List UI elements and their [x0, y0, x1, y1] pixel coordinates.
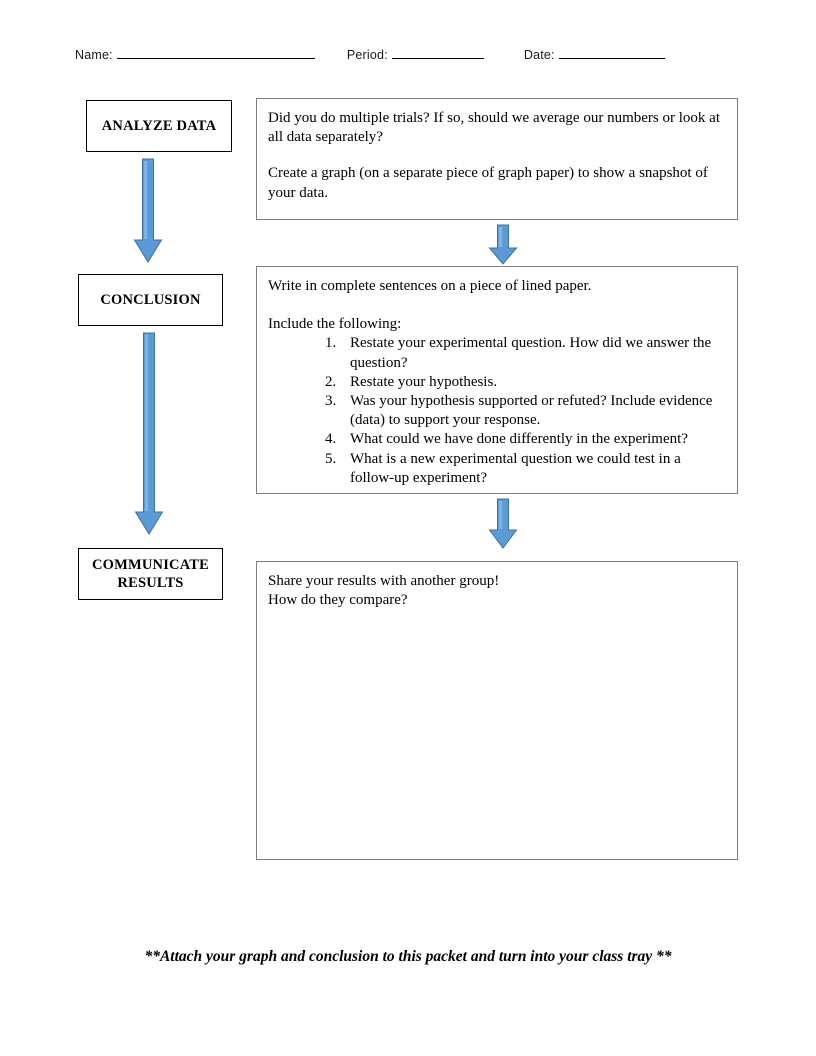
down-arrow-icon-analyze-to-conclusion	[133, 158, 163, 264]
communicate-line-2: How do they compare?	[268, 592, 408, 609]
name-input[interactable]	[116, 46, 315, 59]
stage-label-conclusion: CONCLUSION	[78, 274, 223, 326]
list-item: What could we have done differently in t…	[325, 430, 688, 449]
date-input[interactable]	[558, 46, 665, 59]
list-item: What is a new experimental question we c…	[325, 450, 681, 486]
period-input[interactable]	[391, 46, 484, 59]
content-box-analyze-data: Did you do multiple trials? If so, shoul…	[256, 98, 738, 220]
stage-label-analyze-data-text: ANALYZE DATA	[101, 117, 217, 134]
date-label: Date:	[523, 48, 555, 62]
communicate-line-1: Share your results with another group!	[268, 573, 500, 589]
stage-label-communicate-line-1: COMMUNICATE	[91, 556, 210, 573]
list-item: Was your hypothesis supported or refuted…	[325, 392, 713, 429]
list-item: Restate your experimental question. How …	[325, 334, 712, 371]
conclusion-steps-list: Restate your experimental question. How …	[268, 334, 725, 488]
down-arrow-icon-conclusion-to-communicate	[134, 332, 164, 536]
analyze-paragraph-2: Create a graph (on a separate piece of g…	[268, 165, 708, 201]
down-arrow-icon-conclusion-box-to-communicate-box	[488, 498, 518, 550]
footer-note: **Attach your graph and conclusion to th…	[144, 948, 672, 965]
stage-label-communicate-line-2: RESULTS	[117, 575, 184, 591]
stage-label-communicate-results-text: COMMUNICATE RESULTS	[92, 556, 209, 592]
stage-label-conclusion-text: CONCLUSION	[100, 291, 201, 308]
content-box-communicate-results[interactable]: Share your results with another group! H…	[256, 561, 738, 860]
stage-label-communicate-results: COMMUNICATE RESULTS	[78, 548, 223, 600]
name-label: Name:	[75, 48, 113, 62]
list-item: Restate your hypothesis.	[325, 373, 498, 392]
conclusion-lead-text: Write in complete sentences on a piece o…	[268, 278, 592, 294]
down-arrow-icon-analyze-box-to-conclusion-box	[488, 224, 518, 266]
conclusion-sublead-text: Include the following:	[268, 316, 402, 333]
stage-label-analyze-data: ANALYZE DATA	[86, 100, 232, 152]
analyze-paragraph-1: Did you do multiple trials? If so, shoul…	[268, 110, 720, 146]
content-box-conclusion: Write in complete sentences on a piece o…	[256, 266, 738, 494]
student-info-header: Name: Period: Date:	[75, 46, 755, 62]
period-label: Period:	[346, 48, 388, 62]
